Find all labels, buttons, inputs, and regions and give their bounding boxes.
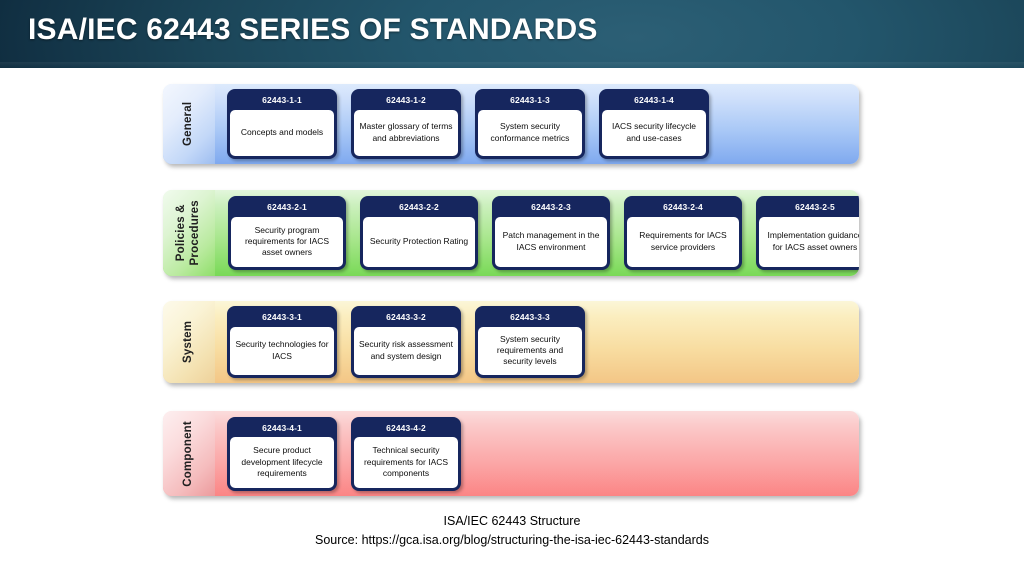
standard-card[interactable]: 62443-1-3 System security conformance me… bbox=[475, 89, 585, 159]
standard-description: System security conformance metrics bbox=[478, 109, 582, 156]
standard-description: Secure product development lifecycle req… bbox=[230, 437, 334, 488]
standard-code: 62443-2-3 bbox=[531, 202, 571, 212]
standards-row-policies-procedures: Policies & Procedures 62443-2-1 Security… bbox=[163, 190, 859, 276]
caption-line-source: Source: https://gca.isa.org/blog/structu… bbox=[315, 533, 709, 548]
standard-card[interactable]: 62443-2-4 Requirements for IACS service … bbox=[624, 196, 742, 270]
standard-description: Security technologies for IACS bbox=[230, 326, 334, 375]
standard-code: 62443-2-4 bbox=[663, 202, 703, 212]
standard-description: Patch management in the IACS environment bbox=[495, 216, 607, 267]
standard-description: Security Protection Rating bbox=[363, 216, 475, 267]
standard-code: 62443-1-3 bbox=[510, 95, 550, 105]
standard-card[interactable]: 62443-1-2 Master glossary of terms and a… bbox=[351, 89, 461, 159]
standard-code: 62443-2-2 bbox=[399, 202, 439, 212]
standard-description: Master glossary of terms and abbreviatio… bbox=[354, 109, 458, 156]
standard-code: 62443-4-1 bbox=[262, 422, 302, 433]
standard-description: Requirements for IACS service providers bbox=[627, 216, 739, 267]
standard-description: Implementation guidance for IACS asset o… bbox=[759, 216, 859, 267]
standard-card[interactable]: 62443-2-3 Patch management in the IACS e… bbox=[492, 196, 610, 270]
cards-system: 62443-3-1 Security technologies for IACS… bbox=[215, 301, 859, 383]
standard-description: Security program requirements for IACS a… bbox=[231, 216, 343, 267]
standard-card[interactable]: 62443-3-2 Security risk assessment and s… bbox=[351, 306, 461, 378]
standard-card[interactable]: 62443-2-5 Implementation guidance for IA… bbox=[756, 196, 859, 270]
cards-policies-procedures: 62443-2-1 Security program requirements … bbox=[215, 190, 859, 276]
row-label-line: General bbox=[182, 101, 195, 147]
standard-description: System security requirements and securit… bbox=[478, 326, 582, 375]
standard-code: 62443-2-1 bbox=[267, 202, 307, 212]
row-label-line: Policies & bbox=[175, 204, 188, 262]
standard-card[interactable]: 62443-4-1 Secure product development lif… bbox=[227, 416, 337, 491]
standard-description: Concepts and models bbox=[230, 109, 334, 156]
caption-line-title: ISA/IEC 62443 Structure bbox=[443, 514, 581, 528]
row-label-system: System bbox=[163, 301, 215, 383]
standard-code: 62443-1-4 bbox=[634, 95, 674, 105]
standards-row-system: System 62443-3-1 Security technologies f… bbox=[163, 301, 859, 383]
standard-code: 62443-4-2 bbox=[386, 422, 426, 433]
figure-caption: ISA/IEC 62443 Structure Source: https://… bbox=[0, 512, 1024, 551]
standard-card[interactable]: 62443-3-3 System security requirements a… bbox=[475, 306, 585, 378]
standard-card[interactable]: 62443-4-2 Technical security requirement… bbox=[351, 416, 461, 491]
row-label-line: Component bbox=[182, 420, 195, 487]
row-label-line: System bbox=[182, 320, 195, 364]
title-banner: ISA/IEC 62443 SERIES OF STANDARDS bbox=[0, 0, 1024, 68]
standard-card[interactable]: 62443-2-2 Security Protection Rating bbox=[360, 196, 478, 270]
standard-card[interactable]: 62443-1-4 IACS security lifecycle and us… bbox=[599, 89, 709, 159]
page-title: ISA/IEC 62443 SERIES OF STANDARDS bbox=[28, 13, 598, 46]
standard-card[interactable]: 62443-1-1 Concepts and models bbox=[227, 89, 337, 159]
standards-row-general: General 62443-1-1 Concepts and models 62… bbox=[163, 84, 859, 164]
cards-component: 62443-4-1 Secure product development lif… bbox=[215, 411, 859, 496]
row-label-line: Procedures bbox=[189, 200, 201, 266]
standard-code: 62443-1-1 bbox=[262, 95, 302, 105]
standards-diagram: General 62443-1-1 Concepts and models 62… bbox=[0, 68, 1024, 576]
standard-card[interactable]: 62443-2-1 Security program requirements … bbox=[228, 196, 346, 270]
standard-description: Technical security requirements for IACS… bbox=[354, 437, 458, 488]
standard-card[interactable]: 62443-3-1 Security technologies for IACS bbox=[227, 306, 337, 378]
standard-code: 62443-2-5 bbox=[795, 202, 835, 212]
standard-code: 62443-3-3 bbox=[510, 312, 550, 322]
cards-general: 62443-1-1 Concepts and models 62443-1-2 … bbox=[215, 84, 859, 164]
row-label-component: Component bbox=[163, 411, 215, 496]
standard-code: 62443-3-2 bbox=[386, 312, 426, 322]
standards-row-component: Component 62443-4-1 Secure product devel… bbox=[163, 411, 859, 496]
row-label-policies-procedures: Policies & Procedures bbox=[163, 190, 215, 276]
standard-description: Security risk assessment and system desi… bbox=[354, 326, 458, 375]
standard-code: 62443-1-2 bbox=[386, 95, 426, 105]
standard-description: IACS security lifecycle and use-cases bbox=[602, 109, 706, 156]
standard-code: 62443-3-1 bbox=[262, 312, 302, 322]
row-label-general: General bbox=[163, 84, 215, 164]
